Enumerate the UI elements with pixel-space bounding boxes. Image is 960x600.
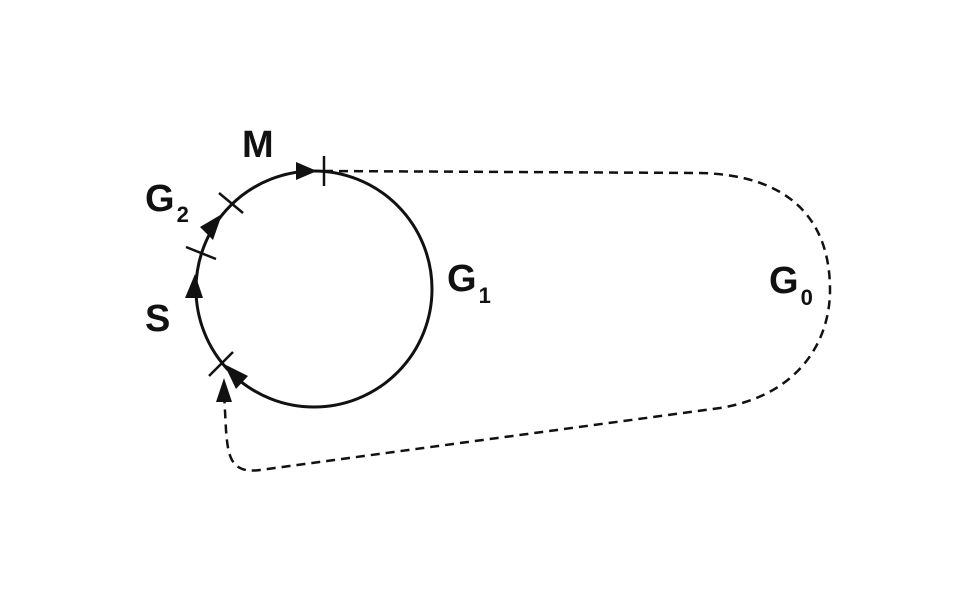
- arrow-m: [296, 162, 317, 180]
- label-g0-base: G: [769, 260, 799, 302]
- label-g1: G1: [447, 258, 491, 308]
- g0-loop-path: [222, 169, 832, 472]
- label-g1-base: G: [447, 258, 477, 300]
- label-m: M: [242, 124, 274, 166]
- label-g1-sub: 1: [479, 283, 491, 308]
- arrow-g0-return: [216, 378, 232, 402]
- arrow-g1-entry: [224, 364, 248, 389]
- arrow-g2: [200, 214, 222, 240]
- tick-g1-s: [208, 351, 234, 377]
- label-s: S: [145, 298, 170, 340]
- label-g2-sub: 2: [177, 202, 189, 227]
- label-g2-base: G: [145, 178, 175, 220]
- label-g2: G2: [145, 178, 189, 227]
- tick-g2-m: [218, 192, 244, 214]
- arrow-s: [185, 274, 203, 298]
- tick-s-g2: [185, 245, 217, 261]
- label-g0: G0: [769, 260, 813, 310]
- label-g0-sub: 0: [801, 285, 813, 310]
